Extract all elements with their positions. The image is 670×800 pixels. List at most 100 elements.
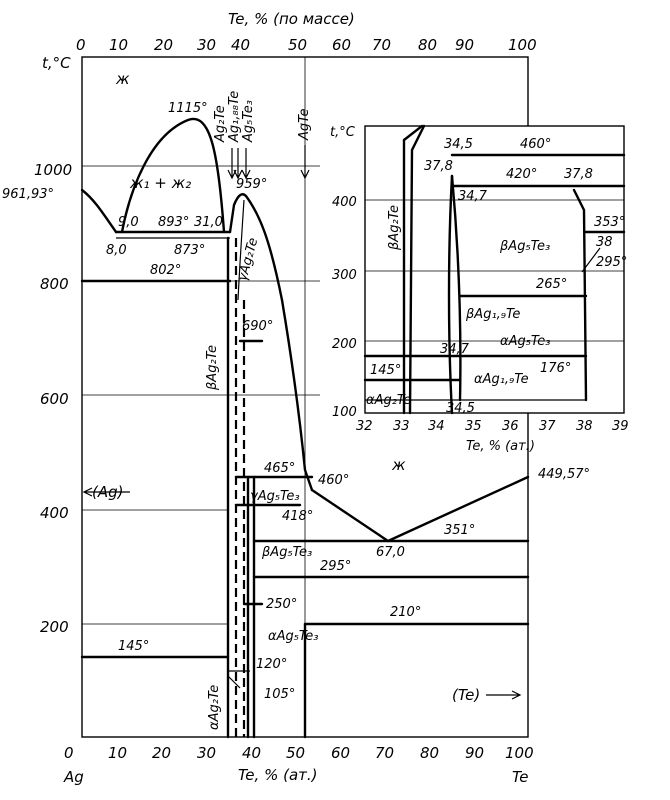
marker-ag5te3: Ag₅Te₃ bbox=[241, 100, 256, 143]
inset-alpha-ag19te: αAg₁,₉Te bbox=[474, 372, 529, 387]
ag-end-label: Ag bbox=[63, 768, 84, 786]
inset-ag19te-right bbox=[450, 174, 462, 402]
x-tick-70: 70 bbox=[375, 744, 394, 762]
inset-t-353: 353° bbox=[594, 215, 625, 230]
label-145: 145° bbox=[118, 639, 149, 654]
alpha-ag5te3-label: αAg₅Te₃ bbox=[268, 629, 318, 644]
label-418: 418° bbox=[282, 509, 313, 524]
inset-ag5te3-left bbox=[572, 188, 588, 402]
beta-ag2te-label: βAg₂Te bbox=[205, 345, 220, 391]
inset-c-38: 38 bbox=[596, 235, 613, 250]
top-tick-70: 70 bbox=[372, 36, 391, 54]
marker-arrow-ag188te bbox=[233, 148, 243, 180]
inset-annotations: 34,5 460° 37,8 420° 37,8 34,7 βAg₂Te 353… bbox=[366, 137, 627, 416]
top-tick-20: 20 bbox=[154, 36, 173, 54]
inset-beta-ag2te: βAg₂Te bbox=[387, 205, 402, 251]
inset-x-ticks: 32 33 34 35 36 37 38 39 bbox=[356, 419, 629, 434]
inset-x-tick-36: 36 bbox=[502, 419, 519, 434]
inset-x-tick-38: 38 bbox=[576, 419, 593, 434]
label-351: 351° bbox=[444, 523, 475, 538]
label-690: 690° bbox=[242, 319, 273, 334]
te-side-arrow bbox=[486, 690, 522, 700]
inset-x-tick-37: 37 bbox=[539, 419, 556, 434]
y-tick-400: 400 bbox=[40, 504, 69, 522]
inset-ag5te3-right bbox=[581, 247, 601, 273]
label-250: 250° bbox=[266, 597, 297, 612]
inset-x-tick-39: 39 bbox=[612, 419, 629, 434]
label-295: 295° bbox=[320, 559, 351, 574]
label-120: 120° bbox=[256, 657, 287, 672]
top-tick-0: 0 bbox=[76, 36, 86, 54]
liquid-label-left: ж bbox=[115, 70, 130, 88]
inset-alpha-ag5te3: αAg₅Te₃ bbox=[500, 334, 550, 349]
miscibility-dome bbox=[120, 117, 226, 234]
label-961: 961,93° bbox=[2, 187, 54, 202]
top-tick-10: 10 bbox=[109, 36, 128, 54]
isotherms bbox=[80, 230, 530, 672]
inset-c-378-a: 37,8 bbox=[424, 159, 453, 174]
liquidus-left bbox=[80, 188, 118, 234]
y-axis-ticks: 200 400 600 800 1000 bbox=[34, 161, 72, 636]
inset-y-tick-200: 200 bbox=[332, 337, 357, 352]
y-tick-200: 200 bbox=[40, 618, 69, 636]
inset-t-176: 176° bbox=[540, 361, 571, 376]
inset-ag2te-right bbox=[408, 124, 426, 415]
inset-t-145: 145° bbox=[370, 363, 401, 378]
main-chart: Te, % (по массе) t,°C Te, % (ат.) Ag Te … bbox=[2, 10, 590, 786]
inset-y-tick-100: 100 bbox=[332, 405, 357, 420]
inset-t-420: 420° bbox=[506, 167, 537, 182]
marker-arrow-ag2te bbox=[227, 148, 237, 180]
inset-frame bbox=[364, 125, 625, 414]
x-tick-30: 30 bbox=[197, 744, 216, 762]
inset-alpha-ag2te: αAg₂Te bbox=[366, 393, 411, 408]
inset-t-460: 460° bbox=[520, 137, 551, 152]
inset-c-347-a: 34,7 bbox=[458, 189, 488, 204]
inset-x-tick-35: 35 bbox=[465, 419, 482, 434]
x-tick-40: 40 bbox=[242, 744, 261, 762]
inset-t-265: 265° bbox=[536, 277, 567, 292]
y-axis-label: t,°C bbox=[42, 54, 71, 72]
label-105: 105° bbox=[264, 687, 295, 702]
y-tick-600: 600 bbox=[40, 390, 69, 408]
label-802: 802° bbox=[150, 263, 181, 278]
marker-arrow-ag5te3 bbox=[241, 148, 251, 180]
low-temp-curve bbox=[227, 675, 241, 689]
ag-side-label: (Ag) bbox=[92, 483, 124, 501]
x-tick-60: 60 bbox=[331, 744, 350, 762]
y-tick-1000: 1000 bbox=[34, 161, 72, 179]
top-tick-100: 100 bbox=[508, 36, 537, 54]
y-tick-800: 800 bbox=[40, 275, 69, 293]
main-annotations: ж 1115° ж₁ + ж₂ 961,93° 959° 9,0 893° 31… bbox=[2, 70, 590, 730]
phase-boundaries bbox=[226, 236, 307, 739]
te-side-label: (Te) bbox=[452, 686, 480, 704]
inset-y-tick-300: 300 bbox=[332, 268, 357, 283]
inset-beta-ag19te: βAg₁,₉Te bbox=[465, 307, 520, 322]
x-tick-100: 100 bbox=[505, 744, 534, 762]
inset-y-tick-400: 400 bbox=[332, 195, 357, 210]
bottom-axis-ticks: 0 10 20 30 40 50 60 70 80 90 100 bbox=[64, 744, 534, 762]
top-tick-60: 60 bbox=[332, 36, 351, 54]
top-axis-label: Te, % (по массе) bbox=[228, 10, 355, 28]
label-460: 460° bbox=[318, 473, 349, 488]
gamma-ag2te-label: γAg₂Te bbox=[235, 236, 261, 283]
label-465: 465° bbox=[264, 461, 295, 476]
label-8: 8,0 bbox=[106, 243, 127, 258]
ag-side-arrow bbox=[82, 487, 130, 497]
inset-t-295: 295° bbox=[596, 255, 627, 270]
inset-x-tick-33: 33 bbox=[393, 419, 410, 434]
inset-x-tick-34: 34 bbox=[428, 419, 445, 434]
inset-c-345-b: 34,5 bbox=[446, 401, 475, 416]
liquid-label-right: ж bbox=[391, 456, 406, 474]
alpha-ag2te-label: αAg₂Te bbox=[207, 685, 222, 730]
inset-ag2te-left bbox=[402, 124, 424, 415]
top-tick-90: 90 bbox=[455, 36, 474, 54]
x-tick-10: 10 bbox=[108, 744, 127, 762]
marker-ag188te: Ag₁,₈₈Te bbox=[227, 91, 242, 143]
label-1115: 1115° bbox=[168, 101, 208, 116]
x-tick-80: 80 bbox=[420, 744, 439, 762]
top-tick-80: 80 bbox=[418, 36, 437, 54]
marker-agte: AgTe bbox=[297, 109, 312, 141]
label-9: 9,0 bbox=[118, 215, 139, 230]
inset-x-tick-32: 32 bbox=[356, 419, 373, 434]
phase-markers: Ag₂Te Ag₁,₈₈Te Ag₅Te₃ AgTe bbox=[213, 91, 312, 180]
